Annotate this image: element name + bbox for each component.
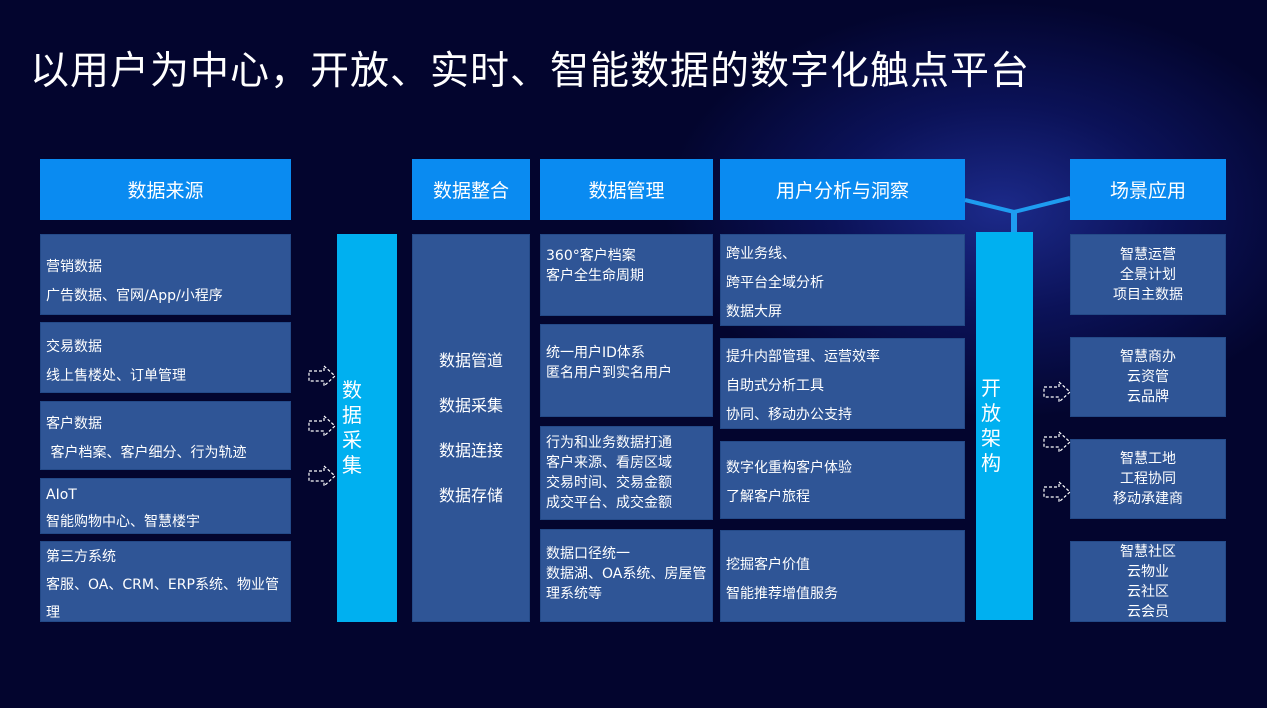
analysis-box-experience: 数字化重构客户体验了解客户旅程 [720,441,965,519]
dashed-arrow-icon [308,364,336,388]
source-box-customer: 客户数据 客户档案、客户细分、行为轨迹 [40,401,291,470]
dashed-arrow-icon [308,464,336,488]
management-box-behavior: 行为和业务数据打通客户来源、看房区域交易时间、交易金额成交平台、成交金额 [540,426,713,520]
analysis-box-internal: 提升内部管理、运营效率自助式分析工具协同、移动办公支持 [720,338,965,429]
open-architecture-bar: 开放架构 [976,232,1033,620]
source-box-third-party: 第三方系统客服、OA、CRM、ERP系统、物业管理 [40,541,291,622]
management-box-id: 统一用户ID体系匿名用户到实名用户 [540,324,713,417]
dashed-arrow-icon [1043,480,1071,504]
header-management: 数据管理 [540,159,713,220]
analysis-box-value: 挖掘客户价值智能推荐增值服务 [720,530,965,622]
header-analysis: 用户分析与洞察 [720,159,965,220]
dashed-arrow-icon [308,414,336,438]
data-collection-bar: 数据采集 [337,234,397,622]
source-box-transaction: 交易数据线上售楼处、订单管理 [40,322,291,393]
connector-lines [964,196,1071,235]
scenario-box-community: 智慧社区云物业云社区云会员 [1070,541,1226,622]
page-title: 以用户为中心，开放、实时、智能数据的数字化触点平台 [30,49,1031,94]
dashed-arrow-icon [1043,380,1071,404]
scenario-box-operation: 智慧运营全景计划项目主数据 [1070,234,1226,315]
dashed-arrow-icon [1043,430,1071,454]
header-scenarios: 场景应用 [1070,159,1226,220]
header-integration: 数据整合 [412,159,530,220]
scenario-box-site: 智慧工地工程协同移动承建商 [1070,439,1226,519]
analysis-box-cross: 跨业务线、跨平台全域分析数据大屏 [720,234,965,326]
management-box-profile: 360°客户档案客户全生命周期 [540,234,713,316]
scenario-box-office: 智慧商办云资管云品牌 [1070,337,1226,417]
header-sources: 数据来源 [40,159,291,220]
source-box-marketing: 营销数据广告数据、官网/App/小程序 [40,234,291,315]
integration-box: 数据管道数据采集数据连接数据存储 [412,234,530,622]
management-box-caliber: 数据口径统一数据湖、OA系统、房屋管理系统等 [540,529,713,622]
